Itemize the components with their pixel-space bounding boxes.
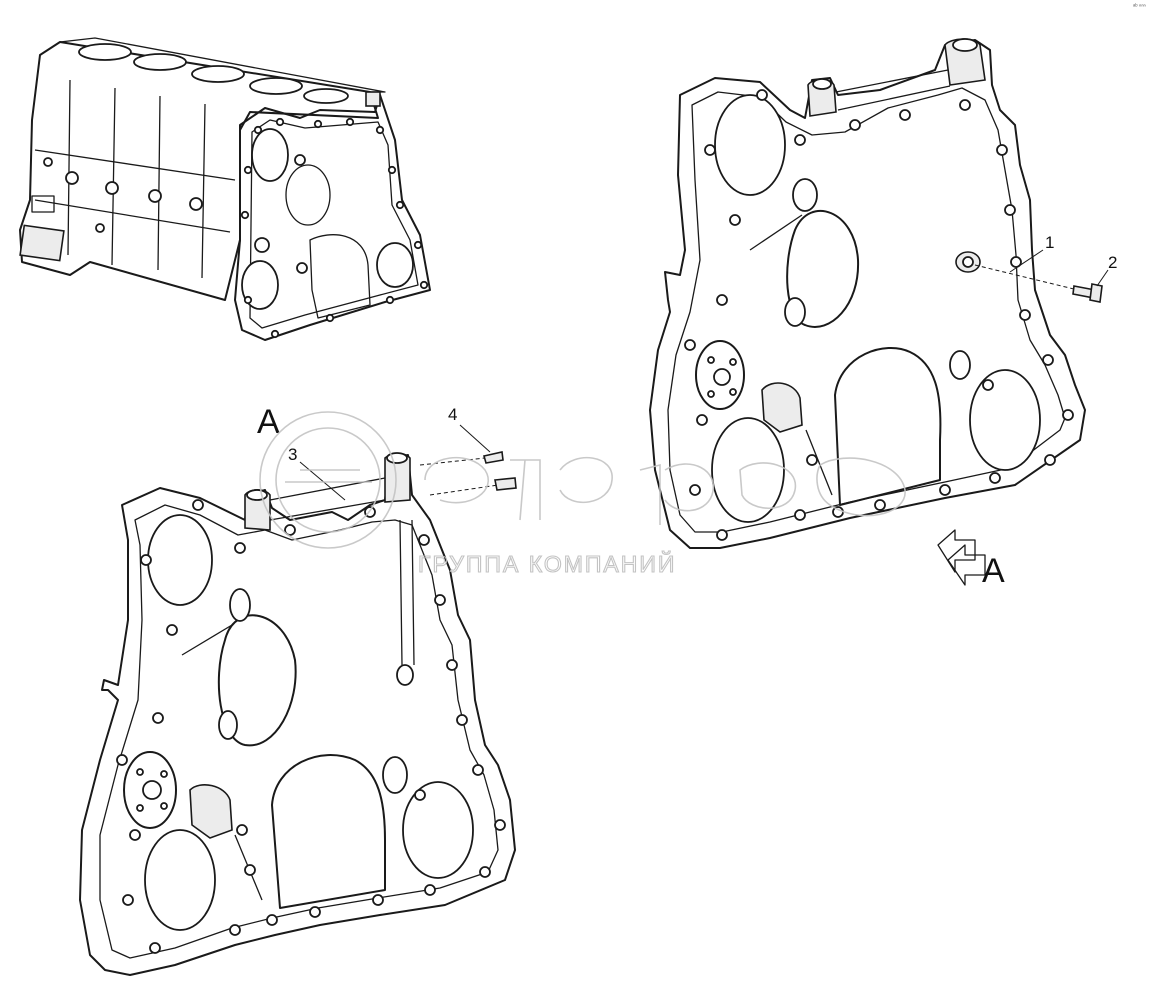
view-arrow-label-a: A (982, 552, 1005, 590)
callout-1-label: 1 (1045, 233, 1054, 252)
engine-block-drawing (19, 37, 431, 341)
view-direction-arrow: A (937, 529, 1005, 590)
brand-watermark: ГРУППА КОМПАНИЙ (259, 411, 906, 578)
callout-4-label: 4 (448, 405, 457, 424)
view-label-a: A (257, 403, 280, 441)
watermark-caption: ГРУППА КОМПАНИЙ (418, 550, 676, 577)
watermark-logo-icon (259, 411, 906, 549)
corner-mark: ᵃᵇ ⁿⁿⁿ (1133, 3, 1146, 10)
front-cover-view-a (79, 452, 516, 976)
callout-3-label: 3 (288, 445, 297, 464)
callout-3: 3 (288, 445, 346, 501)
callout-1: 1 (1009, 233, 1054, 273)
front-cover-exploded (649, 38, 1086, 549)
stud-part-4 (419, 451, 517, 496)
callout-2-label: 2 (1108, 253, 1117, 272)
screw-part-2 (974, 264, 1103, 303)
callout-4: 4 (448, 405, 491, 453)
callout-2: 2 (1096, 253, 1117, 287)
